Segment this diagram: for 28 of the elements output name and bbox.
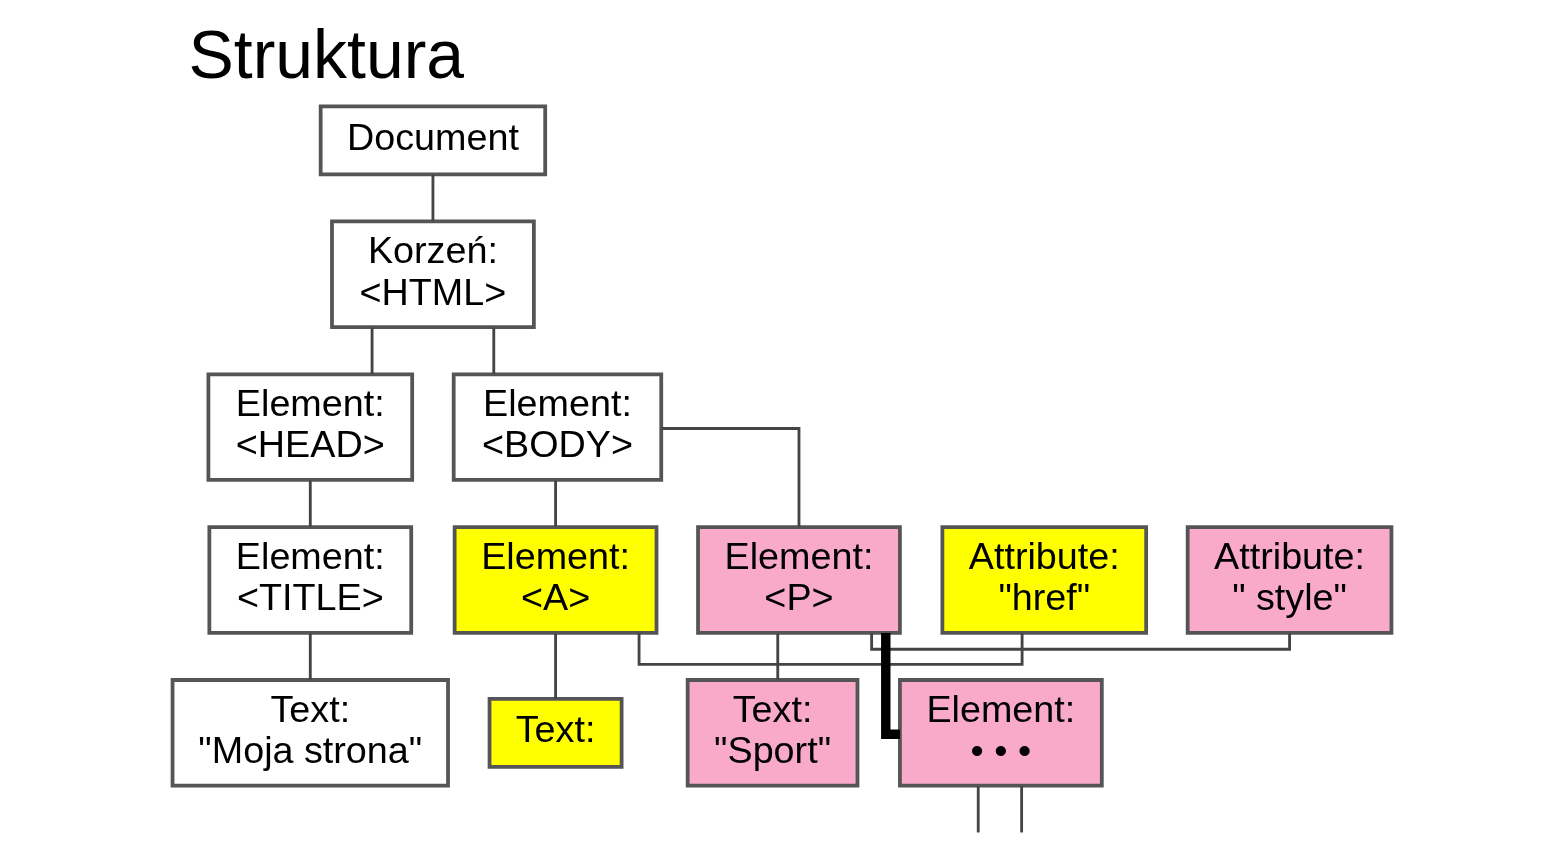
connector xyxy=(775,633,779,680)
connector xyxy=(431,174,434,222)
node-box: Korzeń: <HTML> xyxy=(329,219,536,330)
node-box: Element: <P> xyxy=(695,525,902,635)
node-box: Element: • • • xyxy=(897,678,1104,788)
connector xyxy=(869,633,1291,651)
node-box: Text: "Moja strona" xyxy=(170,678,450,788)
connector xyxy=(660,427,800,527)
connector xyxy=(370,327,373,374)
connector xyxy=(1019,786,1023,833)
connector xyxy=(308,480,312,527)
node-box: Element: <A> xyxy=(452,525,658,635)
connector xyxy=(976,786,980,833)
connector xyxy=(491,327,495,374)
connector xyxy=(637,632,1023,666)
node-box: Element: <HEAD> xyxy=(206,372,414,482)
connector xyxy=(553,480,557,527)
node-box: Element: <TITLE> xyxy=(206,525,413,635)
node-box: Text: xyxy=(487,696,623,769)
node-box: Attribute: " style" xyxy=(1185,525,1393,635)
node-box: Document xyxy=(318,104,547,177)
connector xyxy=(880,633,900,739)
diagram-title: Struktura xyxy=(188,16,464,92)
node-box: Attribute: "href" xyxy=(940,525,1148,635)
node-box: Text: "Sport" xyxy=(685,678,859,788)
connector xyxy=(308,633,312,680)
node-box: Element: <BODY> xyxy=(451,372,663,482)
connector xyxy=(553,633,557,699)
